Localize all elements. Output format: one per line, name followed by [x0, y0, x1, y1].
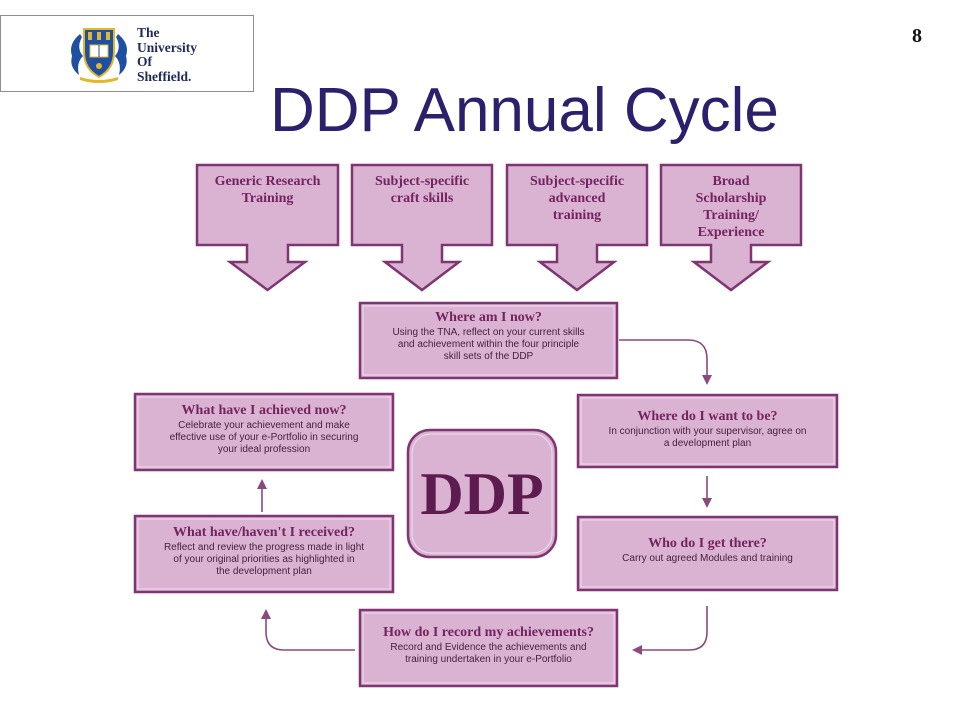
- body-line: and achievement within the four principl…: [397, 339, 580, 350]
- input-advanced-training: Subject-specific advanced training: [507, 173, 647, 224]
- input-label-line: Subject-specific: [529, 174, 625, 189]
- record-achievements-body: Record and Evidence the achievements and…: [360, 642, 617, 666]
- body-line: the development plan: [216, 566, 312, 577]
- body-line: of your original priorities as highlight…: [173, 554, 355, 565]
- where-do-i-want-to-be-body: In conjunction with your supervisor, agr…: [578, 426, 837, 450]
- input-label-line: Training: [241, 191, 294, 206]
- where-do-i-want-to-be-heading: Where do I want to be?: [637, 409, 778, 424]
- body-line: a development plan: [663, 438, 752, 449]
- where-do-i-want-to-be-text: Where do I want to be? In conjunction wi…: [578, 409, 837, 450]
- input-craft-skills: Subject-specific craft skills: [352, 173, 492, 207]
- input-arrow-broad-scholarship: [659, 163, 803, 292]
- body-line: Carry out agreed Modules and training: [622, 553, 793, 564]
- input-label-line: Training/: [703, 208, 759, 223]
- box-who-do-i-get-there: [576, 515, 839, 592]
- what-received-body: Reflect and review the progress made in …: [135, 542, 393, 578]
- who-do-i-get-there-body: Carry out agreed Modules and training: [578, 553, 837, 565]
- logo-line: The: [137, 25, 160, 40]
- box-where-am-i-now: [358, 301, 619, 380]
- what-achieved-heading: What have I achieved now?: [181, 403, 347, 418]
- record-achievements-heading: How do I record my achievements?: [383, 625, 594, 640]
- connector-get-there-to-record: [641, 606, 708, 651]
- crest-sheaf: [97, 32, 101, 40]
- box-what-received: [133, 514, 395, 594]
- ddp-center-box: [406, 428, 558, 559]
- box-inner-border: [580, 397, 835, 465]
- who-do-i-get-there-text: Who do I get there? Carry out agreed Mod…: [578, 536, 837, 565]
- university-crest-icon: [71, 28, 127, 83]
- input-label-line: craft skills: [390, 191, 454, 206]
- ddp-center-inner-border: [411, 433, 553, 554]
- box-record-achievements: [358, 608, 619, 688]
- body-line: effective use of your e-Portfolio in sec…: [169, 432, 359, 443]
- input-broad-scholarship: Broad Scholarship Training/ Experience: [661, 173, 801, 241]
- input-generic-research: Generic Research Training: [197, 173, 338, 207]
- logo-line: University: [137, 39, 197, 55]
- slide-number: 8: [912, 25, 922, 47]
- arrow-head-down: [702, 375, 712, 385]
- logo-line: Of: [137, 54, 152, 69]
- arrow-head-left: [632, 645, 642, 655]
- crest-sheaf: [88, 32, 92, 40]
- input-label-line: Scholarship: [695, 191, 767, 206]
- input-label-line: Experience: [697, 225, 765, 240]
- input-label-line: Generic Research: [214, 174, 321, 189]
- input-arrow-craft-skills: [350, 163, 494, 292]
- body-line: Using the TNA, reflect on your current s…: [392, 327, 585, 338]
- crest-rose: [96, 63, 102, 69]
- university-logo: [0, 15, 254, 92]
- body-line: Record and Evidence the achievements and: [390, 642, 587, 653]
- crest-mantling-right: [115, 34, 127, 75]
- who-do-i-get-there-heading: Who do I get there?: [648, 536, 767, 551]
- body-line: training undertaken in your e-Portfolio: [405, 654, 572, 665]
- body-line: your ideal profession: [217, 444, 311, 455]
- arrow-head-up: [257, 479, 267, 489]
- input-label-line: training: [552, 208, 602, 223]
- university-name: The University Of Sheffield.: [137, 25, 197, 84]
- input-label-line: advanced: [548, 191, 606, 206]
- logo-line: Sheffield.: [137, 68, 192, 84]
- input-arrow-generic-research: [195, 163, 340, 292]
- box-inner-border: [580, 519, 835, 588]
- box-inner-border: [362, 612, 615, 684]
- connector-record-to-received: [265, 618, 355, 651]
- body-line: Celebrate your achievement and make: [178, 420, 350, 431]
- box-inner-border: [137, 518, 391, 590]
- crest-ribbon: [80, 77, 118, 83]
- input-label-line: Subject-specific: [374, 174, 470, 189]
- what-received-text: What have/haven't I received? Reflect an…: [135, 525, 393, 578]
- where-am-i-now-heading: Where am I now?: [435, 310, 542, 325]
- what-achieved-text: What have I achieved now? Celebrate your…: [135, 403, 393, 456]
- body-line: In conjunction with your supervisor, agr…: [608, 426, 807, 437]
- input-arrow-advanced-training: [505, 163, 649, 292]
- record-achievements-text: How do I record my achievements? Record …: [360, 625, 617, 666]
- where-am-i-now-body: Using the TNA, reflect on your current s…: [360, 327, 617, 363]
- box-inner-border: [362, 305, 615, 376]
- arrow-head-down: [702, 498, 712, 508]
- ddp-center-label: DDP: [420, 460, 544, 527]
- where-am-i-now-text: Where am I now? Using the TNA, reflect o…: [360, 310, 617, 363]
- connector-now-to-want: [619, 339, 708, 376]
- crest-mantling-left: [71, 34, 83, 75]
- slide-title: DDP Annual Cycle: [270, 76, 779, 145]
- what-achieved-body: Celebrate your achievement and make effe…: [135, 420, 393, 456]
- box-where-do-i-want-to-be: [576, 393, 839, 469]
- arrow-head-up: [261, 609, 271, 619]
- body-line: Reflect and review the progress made in …: [163, 542, 365, 553]
- crest-sheaf: [106, 32, 110, 40]
- body-line: skill sets of the DDP: [443, 351, 534, 362]
- box-inner-border: [137, 396, 391, 468]
- what-received-heading: What have/haven't I received?: [172, 525, 356, 540]
- input-label-line: Broad: [712, 174, 750, 189]
- box-what-achieved: [133, 392, 395, 472]
